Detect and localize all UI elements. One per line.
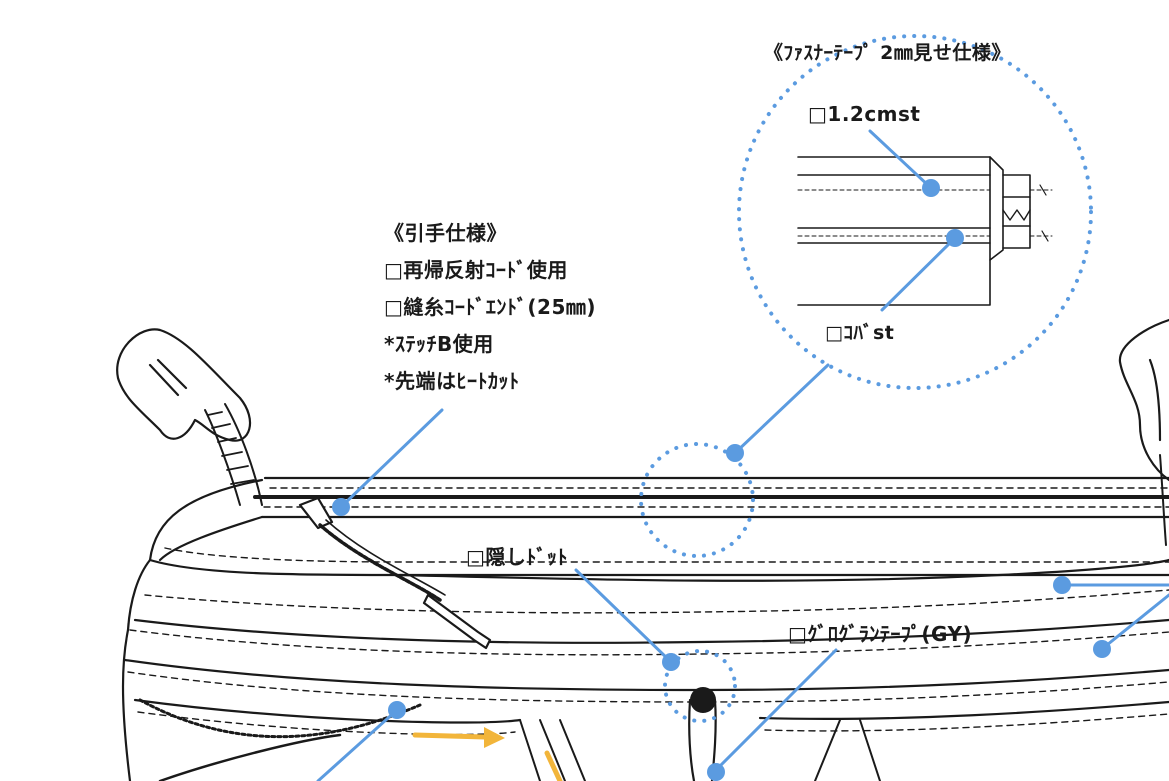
zipper-detail-focus-circle — [639, 442, 755, 558]
callout-dot-lower-left — [388, 701, 406, 719]
callout-dot-pull-spec — [332, 498, 350, 516]
left-zipper-pull — [116, 328, 263, 506]
drawcord — [138, 698, 422, 781]
callout-line-stitch-top — [868, 129, 933, 190]
callout-line-grosgrain — [714, 648, 838, 772]
annotations — [316, 34, 1169, 781]
bag-illustration — [116, 156, 1169, 781]
pull-spec-line-reflective-cord: □再帰反射ｺｰﾄﾞ使用 — [384, 258, 568, 282]
right-zipper-pull — [1118, 318, 1169, 546]
callout-dot-zipper-detail — [726, 444, 744, 462]
pull-spec-line-stitch: *ｽﾃｯﾁB使用 — [384, 332, 494, 356]
grosgrain-tape-label: □ｸﾞﾛｸﾞﾗﾝﾃｰﾌﾟ(GY) — [788, 622, 973, 646]
zipper-tape — [253, 476, 1169, 519]
stitch-top-label: □1.2cmst — [808, 102, 921, 126]
callout-dot-stitch-bottom — [946, 229, 964, 247]
direction-arrow-right — [412, 732, 488, 740]
hidden-snap-button — [690, 687, 716, 713]
pull-spec-line-heat-cut: *先端はﾋｰﾄｶｯﾄ — [384, 369, 520, 393]
callout-line-lower-left — [316, 708, 399, 781]
pull-spec-line-cord-end: □縫糸ｺｰﾄﾞｴﾝﾄﾞ(25㎜) — [384, 295, 597, 319]
pull-spec-block: 《引手仕様》 □再帰反射ｺｰﾄﾞ使用 □縫糸ｺｰﾄﾞｴﾝﾄﾞ(25㎜) *ｽﾃｯ… — [384, 215, 596, 400]
direction-arrow-down — [544, 750, 563, 781]
zipper-detail-title: 《ﾌｧｽﾅｰﾃｰﾌﾟ 2㎜見せ仕様》 — [764, 42, 1011, 64]
callout-dot-stitch-top — [922, 179, 940, 197]
upper-body-panel — [126, 478, 1169, 656]
callout-dot-grosgrain — [707, 763, 725, 781]
zipper-detail-magnifier — [737, 34, 1093, 390]
callout-line-zipper-detail — [733, 363, 830, 455]
callout-line-right-lower — [1100, 593, 1169, 651]
hidden-dot-label: □隠しﾄﾞｯﾄ — [466, 545, 568, 569]
callout-lines — [316, 129, 1169, 781]
zipper-detail-inset — [797, 156, 1053, 306]
callout-dot-hidden-dot — [662, 653, 680, 671]
callout-dot-right-upper — [1053, 576, 1071, 594]
callout-dot-right-lower — [1093, 640, 1111, 658]
callout-line-hidden-dot — [574, 568, 673, 664]
lower-body-panel — [121, 628, 1169, 781]
callout-dots — [332, 179, 1111, 781]
callout-line-stitch-bottom — [880, 236, 957, 312]
pull-spec-title: 《引手仕様》 — [384, 221, 507, 245]
direction-arrows — [412, 727, 563, 781]
hidden-dot-focus-circle — [663, 649, 737, 723]
stitch-bottom-label: □ｺﾊﾞst — [825, 322, 895, 344]
reflective-cord-pull — [298, 496, 492, 650]
callout-line-pull-spec — [339, 408, 444, 509]
